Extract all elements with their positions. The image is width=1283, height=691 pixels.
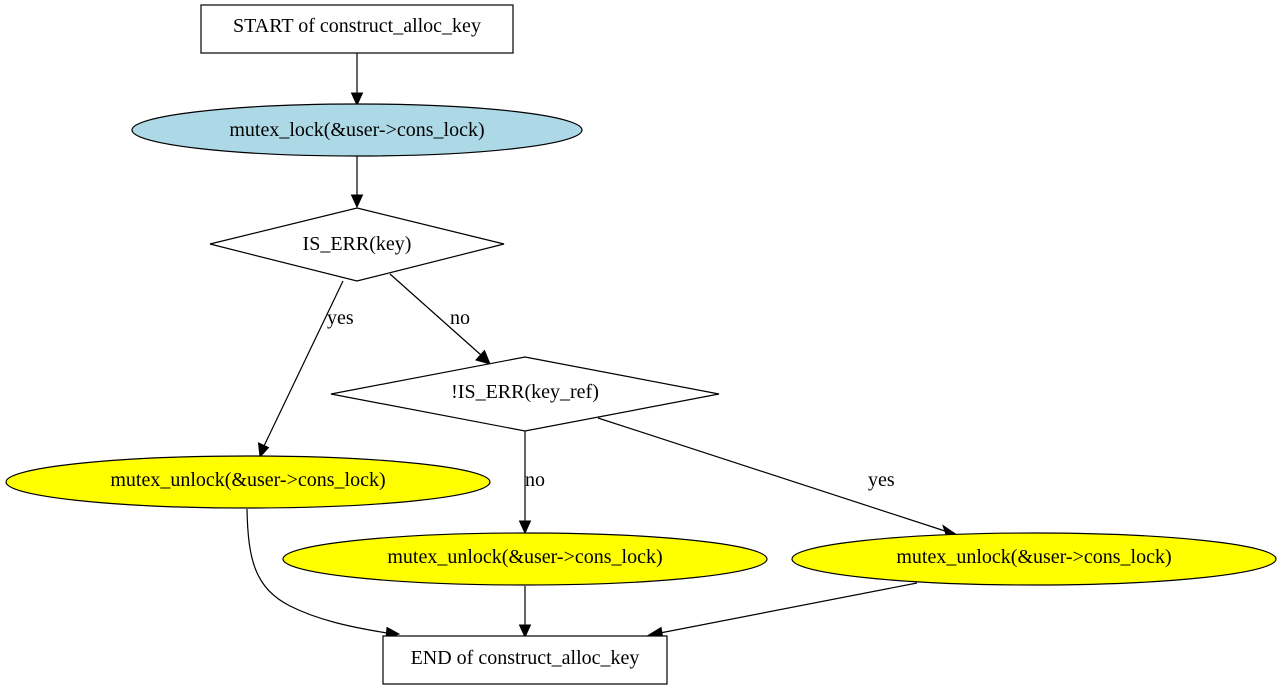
- edge-check-key-to-unlock-a: [263, 280, 344, 447]
- end-node: END of construct_alloc_key: [382, 635, 668, 685]
- lock-node-ellipse: [131, 103, 583, 157]
- arrowhead-check-key-ref-to-unlock-b: [518, 520, 532, 535]
- end-node-label: END of construct_alloc_key: [411, 647, 640, 669]
- arrowhead-check-key-to-check-key-ref: [475, 349, 491, 365]
- check-key-ref-diamond: [330, 356, 720, 432]
- edge-label-yes-left: yes: [327, 307, 354, 329]
- unlock-a-ellipse: [5, 455, 491, 509]
- unlock-b-ellipse: [282, 532, 768, 586]
- edge-label-no-middle: no: [525, 469, 545, 491]
- edge-check-key-to-check-key-ref: [389, 273, 482, 356]
- arrowhead-unlock-b-to-end: [518, 624, 532, 639]
- check-key-ref-node: !IS_ERR(key_ref): [330, 356, 720, 432]
- check-key-node: IS_ERR(key): [209, 207, 505, 282]
- unlock-c-ellipse: [791, 532, 1277, 586]
- edge-unlock-a-to-end: [246, 508, 388, 634]
- start-node: START of construct_alloc_key: [200, 4, 514, 54]
- unlock-b-label: mutex_unlock(&user->cons_lock): [387, 546, 662, 568]
- lock-node-label: mutex_lock(&user->cons_lock): [229, 119, 484, 141]
- unlock-a-label: mutex_unlock(&user->cons_lock): [110, 469, 385, 491]
- check-key-label: IS_ERR(key): [303, 233, 412, 255]
- lock-node: mutex_lock(&user->cons_lock): [131, 103, 583, 157]
- unlock-b-node: mutex_unlock(&user->cons_lock): [282, 532, 768, 586]
- nodes: START of construct_alloc_key mutex_lock(…: [5, 4, 1277, 685]
- edge-label-yes-right: yes: [868, 469, 895, 491]
- edge-label-no-top: no: [450, 307, 470, 329]
- unlock-a-node: mutex_unlock(&user->cons_lock): [5, 455, 491, 509]
- unlock-c-label: mutex_unlock(&user->cons_lock): [896, 546, 1171, 568]
- arrowhead-lock-to-check-key: [350, 194, 364, 209]
- arrowhead-check-key-to-unlock-a: [257, 442, 270, 459]
- edge-check-key-ref-to-unlock-c: [597, 417, 946, 532]
- edges: yes no no yes: [246, 53, 959, 640]
- edge-unlock-c-to-end: [659, 582, 918, 634]
- start-node-label: START of construct_alloc_key: [233, 15, 481, 37]
- check-key-ref-label: !IS_ERR(key_ref): [451, 381, 599, 403]
- unlock-c-node: mutex_unlock(&user->cons_lock): [791, 532, 1277, 586]
- end-node-box: [382, 635, 668, 685]
- start-node-box: [200, 4, 514, 54]
- arrowhead-start-to-lock: [350, 92, 364, 107]
- check-key-diamond: [209, 207, 505, 282]
